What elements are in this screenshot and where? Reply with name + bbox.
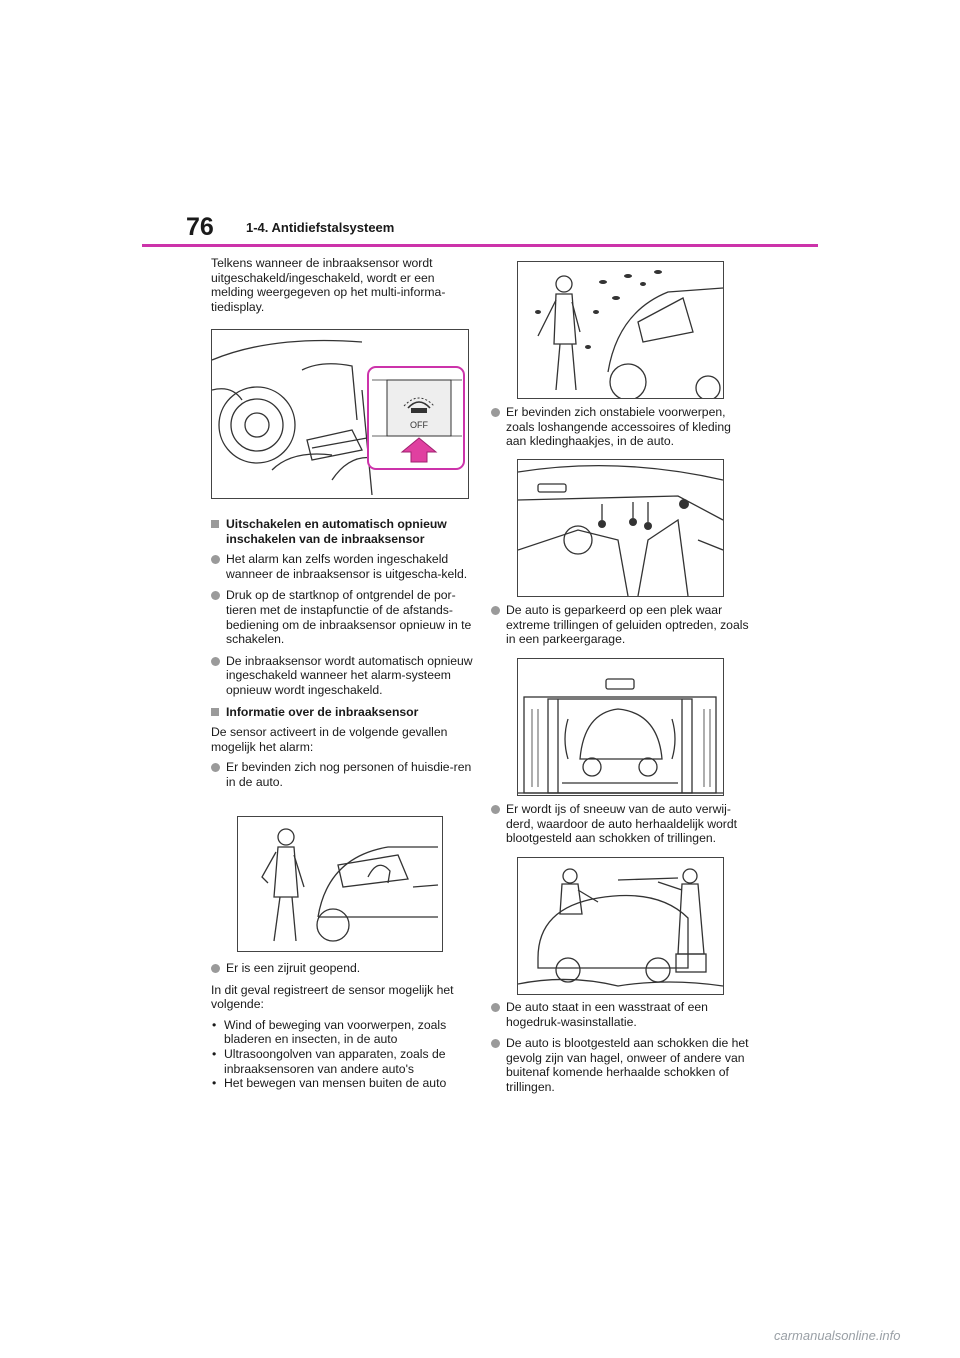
bullet-item: De inbraaksensor wordt automatisch opnie… [211, 654, 473, 698]
round-bullet-icon [491, 408, 500, 417]
section-title: 1-4. Antidiefstalsysteem [246, 220, 395, 235]
header-rule [142, 244, 818, 247]
figure-dashboard-switch: OFF [211, 329, 469, 499]
round-bullet-icon [491, 1039, 500, 1049]
detected-items-list: Wind of beweging van voorwerpen, zoals b… [211, 1018, 473, 1091]
bullet-item: Er is een zijruit geopend. [211, 961, 473, 976]
page-number: 76 [186, 213, 214, 241]
bullet-item: Er wordt ijs of sneeuw van de auto verwi… [491, 802, 753, 846]
right-text-block-1: Er bevinden zich onstabiele voorwerpen, … [491, 405, 753, 456]
square-bullet-icon [211, 520, 219, 528]
off-button-label: OFF [410, 420, 428, 430]
figure-snow-removal [517, 857, 724, 995]
square-bullet-icon [211, 707, 219, 716]
right-text-block-4: De auto staat in een wasstraat of een ho… [491, 1000, 753, 1102]
round-bullet-icon [491, 606, 500, 615]
bullet-item: Druk op de startknop of ontgrendel de po… [211, 588, 473, 646]
round-bullet-icon [211, 964, 220, 973]
right-text-block-3: Er wordt ijs of sneeuw van de auto verwi… [491, 802, 753, 853]
round-bullet-icon [211, 763, 220, 773]
round-bullet-icon [211, 591, 220, 601]
list-item: Het bewegen van mensen buiten de auto [211, 1076, 473, 1091]
bullet-item: Er bevinden zich onstabiele voorwerpen, … [491, 405, 753, 449]
round-bullet-icon [491, 1003, 500, 1012]
watermark: carmanualsonline.info [774, 1328, 901, 1343]
heading-reactivation: Uitschakelen en automatisch opnieuw insc… [211, 517, 473, 546]
sensor-info-text: De sensor activeert in de volgende geval… [211, 725, 448, 754]
list-item: Wind of beweging van voorwerpen, zoals b… [211, 1018, 473, 1047]
intro-text: Telkens wanneer de inbraaksensor wordt u… [211, 256, 446, 314]
heading-sensor-info: Informatie over de inbraaksensor [211, 705, 473, 720]
figure-person-dog-car [237, 816, 443, 952]
figure-car-interior [517, 459, 724, 597]
figure-leaves-window [517, 261, 724, 399]
round-bullet-icon [211, 656, 220, 666]
figure-car-wash [517, 658, 724, 796]
bullet-item: De auto staat in een wasstraat of een ho… [491, 1000, 753, 1029]
round-bullet-icon [211, 555, 220, 565]
registers-text: In dit geval registreert de sensor mogel… [211, 982, 454, 1012]
left-text-block-2: Er is een zijruit geopend. In dit geval … [211, 961, 473, 1091]
left-text-block: Uitschakelen en automatisch opnieuw insc… [211, 517, 473, 797]
dashboard-illustration: OFF [212, 339, 465, 496]
bullet-item: Het alarm kan zelfs worden ingeschakeld … [211, 552, 473, 581]
bullet-item: De auto is blootgesteld aan schokken die… [491, 1036, 753, 1094]
list-item: Ultrasoongolven van apparaten, zoals de … [211, 1047, 473, 1076]
round-bullet-icon [491, 805, 500, 814]
bullet-item: Er bevinden zich nog personen of huisdie… [211, 760, 473, 789]
left-intro-block: Telkens wanneer de inbraaksensor wordt u… [211, 256, 473, 320]
bullet-item: De auto is geparkeerd op een plek waar e… [491, 603, 753, 647]
right-text-block-2: De auto is geparkeerd op een plek waar e… [491, 603, 753, 654]
